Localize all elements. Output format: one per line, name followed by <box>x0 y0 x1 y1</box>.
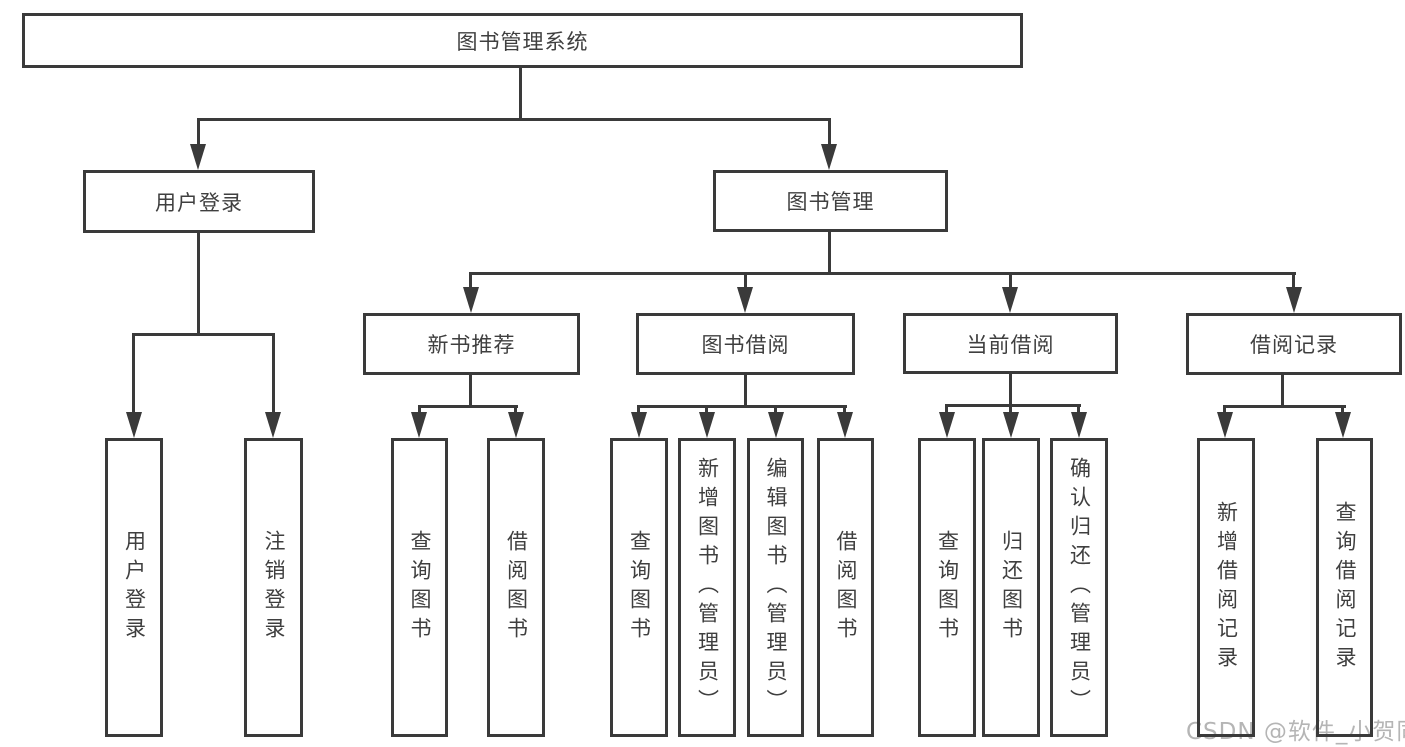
connector-drop-book-mgmt <box>828 118 831 148</box>
connector-currentborrow-stem <box>1009 374 1012 408</box>
node-root: 图书管理系统 <box>22 13 1023 68</box>
connector-bookborrow-hline <box>637 405 847 408</box>
arrowhead-icon <box>1217 412 1233 438</box>
leaf-nr-borrow-books: 借阅图书 <box>487 438 545 737</box>
node-new-book-rec-label: 新书推荐 <box>427 333 516 357</box>
connector-records-hline <box>1223 405 1346 408</box>
leaf-nr-borrow-books-label: 借阅图书 <box>504 529 529 646</box>
leaf-cb-return-books-label: 归还图书 <box>999 529 1024 646</box>
connector-bookborrow-stem <box>744 375 747 408</box>
connector-drop-user-login <box>197 118 200 148</box>
leaf-br-add-record: 新增借阅记录 <box>1197 438 1255 737</box>
leaf-user-login: 用户登录 <box>105 438 163 737</box>
arrowhead-icon <box>508 412 524 438</box>
leaf-nr-query-books: 查询图书 <box>391 438 448 737</box>
connector-drop-bb-edit <box>774 405 777 414</box>
leaf-bb-edit-books-label: 编辑图书（管理员） <box>764 457 788 718</box>
arrowhead-icon <box>699 412 715 438</box>
node-book-borrow-label: 图书借阅 <box>701 333 790 357</box>
leaf-cb-query-books-label: 查询图书 <box>935 529 960 646</box>
node-book-mgmt: 图书管理 <box>713 170 948 232</box>
connector-records-stem <box>1281 375 1284 408</box>
connector-drop-new-book-rec <box>469 272 472 290</box>
leaf-bb-edit-books: 编辑图书（管理员） <box>747 438 804 737</box>
watermark: CSDN @软件_小贺同学 <box>1186 719 1405 745</box>
node-new-book-rec: 新书推荐 <box>363 313 580 375</box>
connector-drop-bb-borrow <box>843 405 846 414</box>
arrowhead-icon <box>939 412 955 438</box>
leaf-logout-label: 注销登录 <box>262 529 286 646</box>
node-borrow-records-label: 借阅记录 <box>1250 333 1338 357</box>
arrowhead-icon <box>631 412 647 438</box>
connector-drop-bb-add <box>705 405 708 414</box>
connector-drop-nr-borrow <box>514 405 517 414</box>
leaf-bb-borrow-books: 借阅图书 <box>817 438 874 737</box>
arrowhead-icon <box>411 412 427 438</box>
connector-drop-ul-logout <box>272 333 275 414</box>
connector-drop-current-borrow <box>1009 272 1012 290</box>
arrowhead-icon <box>1286 287 1302 313</box>
leaf-bb-add-books: 新增图书（管理员） <box>678 438 736 737</box>
connector-drop-br-add <box>1223 405 1226 414</box>
leaf-bb-query-books: 查询图书 <box>610 438 668 737</box>
leaf-logout: 注销登录 <box>244 438 303 737</box>
connector-drop-borrow-records <box>1292 272 1295 290</box>
arrowhead-icon <box>265 412 281 438</box>
leaf-bb-query-books-label: 查询图书 <box>627 529 652 646</box>
leaf-cb-return-books: 归还图书 <box>982 438 1040 737</box>
leaf-bb-add-books-label: 新增图书（管理员） <box>695 457 720 718</box>
leaf-user-login-label: 用户登录 <box>122 529 147 646</box>
leaf-cb-query-books: 查询图书 <box>918 438 976 737</box>
arrowhead-icon <box>837 412 853 438</box>
connector-drop-cb-return <box>1009 404 1012 414</box>
connector-userlogin-hline <box>132 333 275 336</box>
node-root-label: 图书管理系统 <box>456 29 589 54</box>
arrowhead-icon <box>768 412 784 438</box>
node-user-login: 用户登录 <box>83 170 315 233</box>
arrowhead-icon <box>463 287 479 313</box>
node-current-borrow: 当前借阅 <box>903 313 1118 374</box>
connector-currentborrow-hline <box>945 404 1081 407</box>
arrowhead-icon <box>126 412 142 438</box>
arrowhead-icon <box>1002 287 1018 313</box>
connector-root-stem <box>519 68 522 121</box>
arrowhead-icon <box>190 144 206 170</box>
arrowhead-icon <box>821 144 837 170</box>
leaf-br-query-record: 查询借阅记录 <box>1316 438 1373 737</box>
connector-drop-ul-login <box>132 333 135 414</box>
connector-bookmgmt-stem <box>828 230 831 274</box>
leaf-cb-confirm-return: 确认归还（管理员） <box>1050 438 1108 737</box>
connector-userlogin-stem <box>197 233 200 336</box>
node-book-borrow: 图书借阅 <box>636 313 855 375</box>
arrowhead-icon <box>1003 412 1019 438</box>
connector-drop-book-borrow <box>744 272 747 290</box>
connector-drop-cb-confirm <box>1077 404 1080 414</box>
node-user-login-label: 用户登录 <box>155 190 243 215</box>
leaf-nr-query-books-label: 查询图书 <box>408 529 432 646</box>
leaf-br-add-record-label: 新增借阅记录 <box>1214 500 1239 675</box>
connector-newrec-hline <box>418 405 518 408</box>
connector-bookmgmt-hline <box>469 272 1296 275</box>
node-book-mgmt-label: 图书管理 <box>786 190 875 214</box>
connector-root-hline <box>197 118 831 121</box>
connector-newrec-stem <box>469 375 472 408</box>
connector-drop-br-query <box>1341 405 1344 414</box>
arrowhead-icon <box>1335 412 1351 438</box>
node-borrow-records: 借阅记录 <box>1186 313 1402 375</box>
leaf-cb-confirm-return-label: 确认归还（管理员） <box>1067 457 1092 718</box>
connector-drop-nr-query <box>418 405 421 414</box>
connector-drop-cb-query <box>945 404 948 414</box>
arrowhead-icon <box>737 287 753 313</box>
connector-drop-bb-query <box>637 405 640 414</box>
leaf-br-query-record-label: 查询借阅记录 <box>1333 500 1357 675</box>
leaf-bb-borrow-books-label: 借阅图书 <box>834 529 858 646</box>
node-current-borrow-label: 当前借阅 <box>966 332 1055 357</box>
arrowhead-icon <box>1071 412 1087 438</box>
